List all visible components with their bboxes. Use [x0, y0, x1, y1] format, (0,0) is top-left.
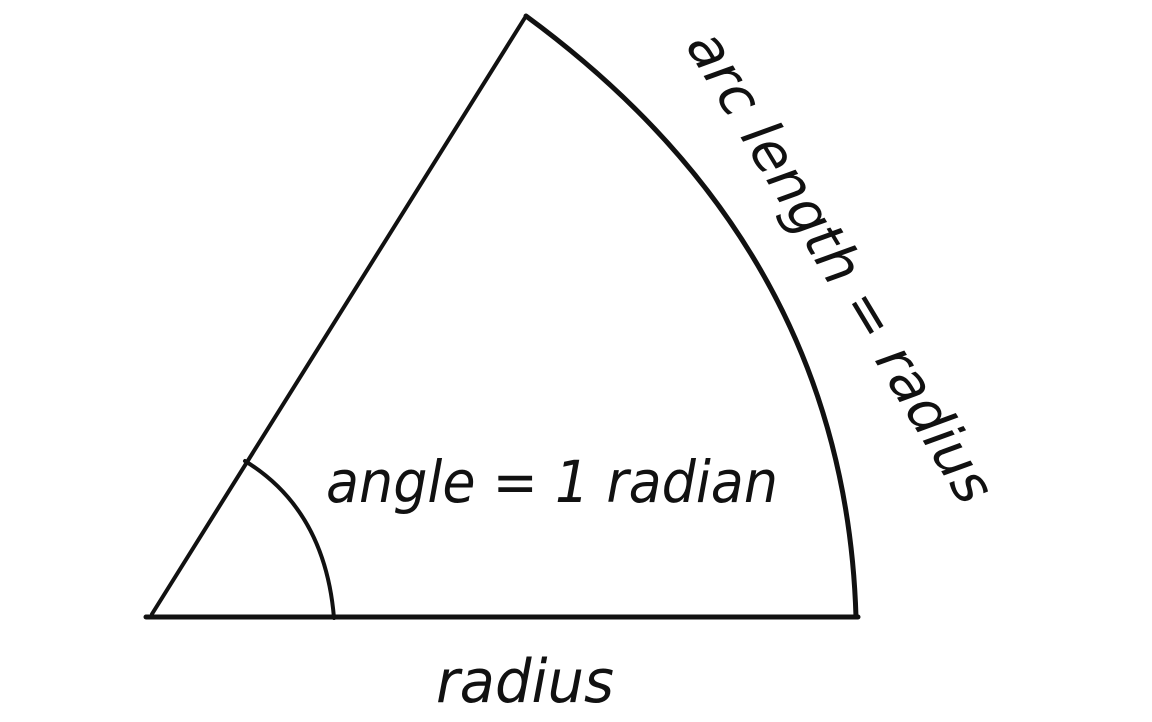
angle-label: angle = 1 radian [326, 448, 778, 516]
base-radius-label: radius [436, 647, 614, 717]
outer-arc [523, 13, 859, 620]
arc-length-label: arc length = radius [673, 19, 1007, 515]
slanted-radius-line [150, 14, 528, 616]
angle-marker-arc [243, 459, 336, 620]
